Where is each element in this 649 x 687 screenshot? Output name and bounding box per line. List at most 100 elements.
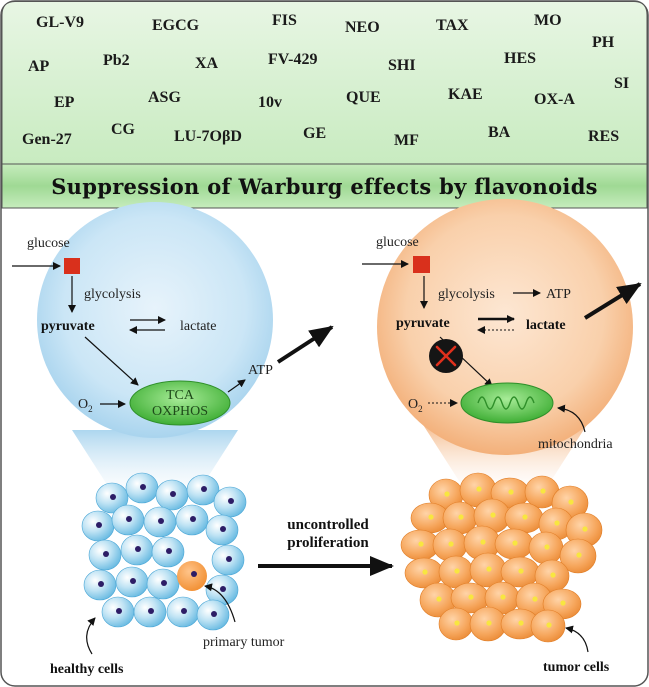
tumor-cell-nucleus [532, 596, 538, 602]
tumor-cell-nucleus [582, 526, 588, 532]
banner: Suppression of Warburg effects by flavon… [4, 164, 645, 208]
compound-abbreviation: AP [28, 58, 50, 75]
primary-tumor-group [177, 561, 207, 591]
primary-tumor-nucleus [191, 571, 197, 577]
compound-abbreviation: FV-429 [268, 51, 318, 68]
tumor-cell-nucleus [436, 596, 442, 602]
compound-abbreviation: SHI [388, 57, 416, 74]
healthy-cell-nucleus [98, 581, 104, 587]
tumor-lactate-export-arrow [583, 282, 642, 320]
tumor-cell-cluster [400, 472, 603, 643]
tumor-cell-nucleus [468, 594, 474, 600]
healthy-cell-nucleus [103, 551, 109, 557]
tumor-cell-nucleus [480, 539, 486, 545]
tumor-cell-nucleus [546, 622, 552, 628]
healthy-cell-nucleus [110, 494, 116, 500]
tumor-cell-nucleus [540, 488, 546, 494]
compound-abbreviation: MF [394, 132, 419, 149]
tumor-cell-nucleus [576, 552, 582, 558]
compound-abbreviation: 10v [258, 94, 282, 111]
healthy-glucose-box [64, 258, 80, 274]
healthy-glucose-label: glucose [27, 236, 70, 251]
tumor-cells-pointer [565, 625, 589, 653]
compound-abbreviation: CG [111, 121, 135, 138]
tumor-cell-nucleus [512, 540, 518, 546]
healthy-pyruvate-to-mito-arrow [84, 336, 139, 386]
tumor-glucose-label: glucose [376, 235, 419, 250]
tumor-cell-nucleus [428, 514, 434, 520]
healthy-cell-nucleus [158, 518, 164, 524]
compound-abbreviation: TAX [436, 17, 469, 34]
healthy-cells-pointer [86, 617, 96, 655]
tumor-cell-nucleus [418, 541, 424, 547]
healthy-cell-cluster [81, 472, 247, 631]
compound-abbreviation: ASG [148, 89, 181, 106]
compound-abbreviation: NEO [345, 19, 380, 36]
tumor-panel: glucose glycolysis ATP pyruvate lactate … [362, 199, 642, 498]
healthy-cell-nucleus [220, 526, 226, 532]
transition-line1: uncontrolled [287, 517, 369, 533]
tumor-glycolysis-label: glycolysis [438, 287, 495, 302]
tumor-cell-nucleus [490, 512, 496, 518]
healthy-cell-nucleus [190, 516, 196, 522]
tumor-atp-label: ATP [546, 287, 571, 302]
compound-abbreviation: RES [588, 128, 620, 145]
healthy-cell-nucleus [211, 611, 217, 617]
compound-abbreviation: KAE [448, 86, 483, 103]
tumor-lactate-label: lactate [526, 318, 566, 333]
tumor-cell-nucleus [560, 600, 566, 606]
healthy-lactate-label: lactate [180, 319, 217, 334]
tumor-cell-nucleus [486, 620, 492, 626]
compound-abbreviation: QUE [346, 89, 381, 106]
blocked-icon-x2 [435, 345, 457, 367]
healthy-cell-nucleus [201, 486, 207, 492]
tumor-mitochondria-label: mitochondria [538, 437, 613, 452]
healthy-cell-nucleus [140, 484, 146, 490]
healthy-cell-nucleus [228, 498, 234, 504]
healthy-cell-nucleus [181, 608, 187, 614]
healthy-cell-nucleus [148, 608, 154, 614]
healthy-mitochondrion [129, 380, 231, 426]
compound-abbreviation: PH [592, 34, 615, 51]
healthy-glycolysis-label: glycolysis [84, 287, 141, 302]
compound-abbreviation: LU-7OβD [174, 128, 242, 145]
healthy-cell-nucleus [161, 580, 167, 586]
tumor-cell-nucleus [518, 620, 524, 626]
compound-abbreviation: HES [504, 50, 537, 67]
healthy-cell-nucleus [96, 522, 102, 528]
tumor-cell-nucleus [544, 544, 550, 550]
tumor-cell-nucleus [422, 569, 428, 575]
transition-line2: proliferation [287, 535, 369, 551]
compound-abbreviation: GE [303, 125, 327, 142]
primary-tumor-pointer [204, 583, 236, 623]
compound-abbreviation: SI [614, 75, 630, 92]
tumor-bubble [377, 199, 633, 455]
healthy-cell-nucleus [170, 491, 176, 497]
banner-title: Suppression of Warburg effects by flavon… [51, 173, 598, 199]
tumor-cell-nucleus [454, 568, 460, 574]
compound-abbreviation: OX-A [534, 91, 575, 108]
compound-abbreviation: Pb2 [103, 52, 130, 69]
tumor-cell-nucleus [500, 594, 506, 600]
tumor-o2-label: O2 [408, 397, 423, 414]
healthy-cell-nucleus [166, 548, 172, 554]
healthy-cell-nucleus [126, 516, 132, 522]
tumor-mitochondrion [460, 382, 554, 424]
compound-abbreviation: GL-V9 [36, 14, 84, 31]
tumor-cell-nucleus [568, 499, 574, 505]
tumor-cell-nucleus [550, 572, 556, 578]
tumor-cell-nucleus [448, 541, 454, 547]
healthy-tca-label: TCA [166, 388, 195, 403]
healthy-cell-nucleus [130, 578, 136, 584]
healthy-cell-nucleus [226, 556, 232, 562]
tumor-cell-nucleus [522, 514, 528, 520]
healthy-pyruvate-label: pyruvate [41, 319, 95, 334]
healthy-atp-label: ATP [248, 363, 273, 378]
healthy-o2-label: O2 [78, 397, 93, 414]
tumor-cell-nucleus [444, 491, 450, 497]
tumor-cell-nucleus [554, 520, 560, 526]
tumor-mito-cristae [477, 396, 535, 410]
healthy-oxphos-label: OXPHOS [152, 404, 208, 419]
compound-abbreviation: EP [54, 94, 75, 111]
